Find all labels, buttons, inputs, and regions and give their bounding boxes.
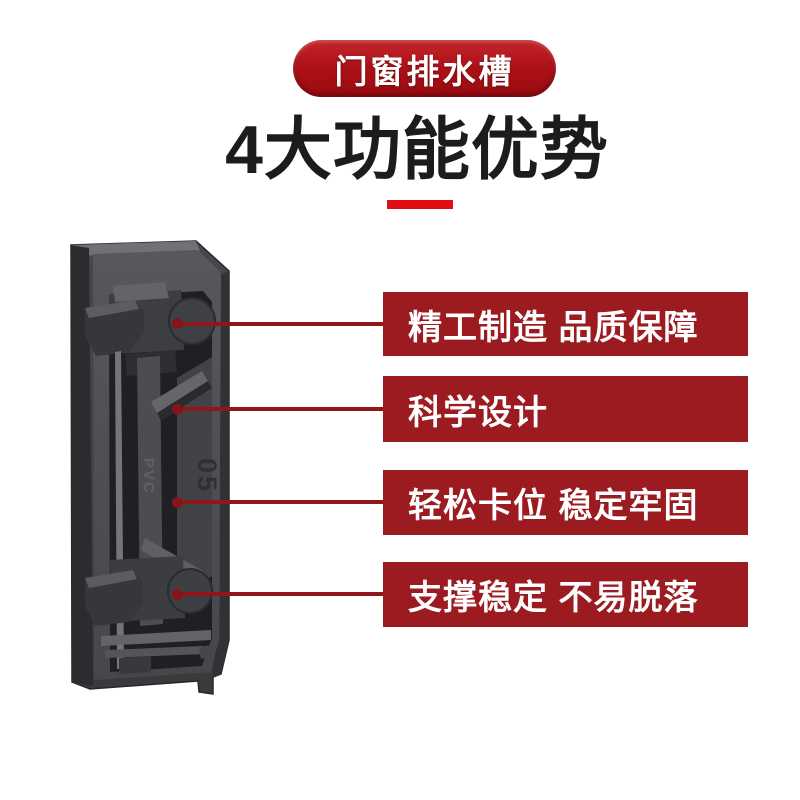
product-photo: 05 PVC [63,240,235,702]
product-right-wall [213,271,229,677]
callout-dot [172,318,183,329]
top-boss [168,297,216,345]
callout-dot [172,589,183,600]
bottom-boss [167,568,213,614]
callout-line [178,407,383,411]
banner-label: 门窗排水槽 [334,52,515,90]
bottom-step-block [119,656,151,674]
bottom-rail-2 [105,646,204,658]
island-panel [177,357,212,596]
feature-label-box: 科学设计 [383,376,748,442]
callout-line [178,322,383,326]
product-marking-pvc: PVC [140,458,157,495]
feature-label: 轻松卡位 稳定牢固 [408,487,699,525]
top-diagonal-shadow [157,381,212,421]
top-clip-tab-face [85,300,139,318]
callout-line [178,500,383,504]
feature-label: 支撑稳定 不易脱落 [408,579,699,617]
feature-label: 精工制造 品质保障 [408,308,699,347]
top-clip-cap [113,282,169,302]
callout-line [178,592,383,596]
page-title: 4大功能优势 [225,112,609,188]
bottom-rail-1 [101,630,211,646]
product-marking-05: 05 [192,458,222,494]
product-category-banner: 门窗排水槽 [293,40,556,97]
bottom-clip-tab-face [85,570,137,588]
feature-label-box: 轻松卡位 稳定牢固 [383,470,748,535]
product-left-wall [71,245,93,686]
callout-dot [172,404,183,415]
feature-label-box: 精工制造 品质保障 [383,292,748,356]
feature-label-box: 支撑稳定 不易脱落 [383,562,748,627]
callout-dot [172,497,183,508]
drain-cap-illustration: 05 PVC [70,240,230,695]
feature-label: 科学设计 [408,393,548,432]
title-underline-decoration [387,200,453,209]
bottom-right-nub [199,644,215,659]
top-diagonal-rail [151,371,208,413]
